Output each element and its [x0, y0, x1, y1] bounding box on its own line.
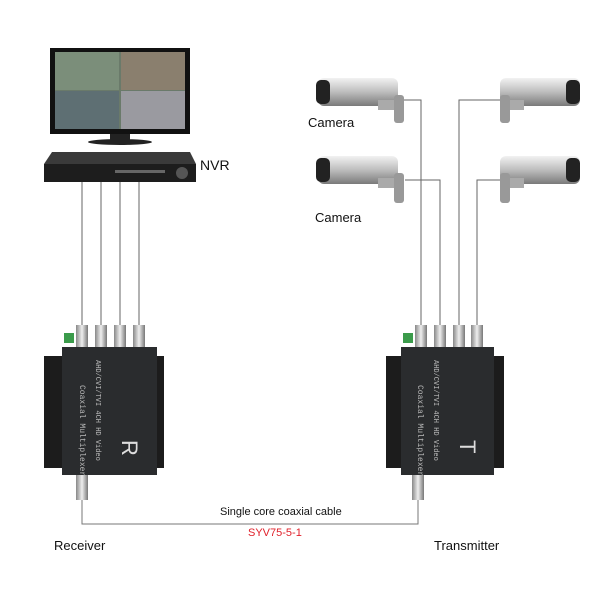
cable-model-label: SYV75-5-1 [248, 527, 302, 539]
wires [81, 99, 505, 525]
transmitter-device: AHD/CVI/TVI 4CH HD Video Coaxial Multipl… [386, 325, 504, 500]
receiver-type-text: Coaxial Multiplexer [77, 385, 86, 476]
camera [316, 156, 404, 203]
coaxial-cable [81, 500, 419, 525]
receiver-letter: R [117, 440, 142, 456]
nvr [44, 152, 196, 182]
receiver-device: AHD/CVI/TVI 4CH HD Video Coaxial Multipl… [44, 325, 164, 500]
camera [500, 156, 580, 203]
nvr-label: NVR [200, 157, 230, 173]
camera [316, 78, 404, 123]
transmitter-type-text: Coaxial Multiplexer [415, 385, 424, 476]
transmitter-label: Transmitter [434, 538, 500, 553]
camera-label: Camera [315, 210, 362, 225]
camera [500, 78, 580, 123]
camera-label: Camera [308, 115, 355, 130]
monitor [50, 48, 190, 145]
receiver-model-text: AHD/CVI/TVI 4CH HD Video [93, 360, 101, 461]
cable-name-label: Single core coaxial cable [220, 506, 342, 518]
transmitter-model-text: AHD/CVI/TVI 4CH HD Video [431, 360, 439, 461]
transmitter-letter: T [455, 440, 480, 453]
receiver-label: Receiver [54, 538, 106, 553]
